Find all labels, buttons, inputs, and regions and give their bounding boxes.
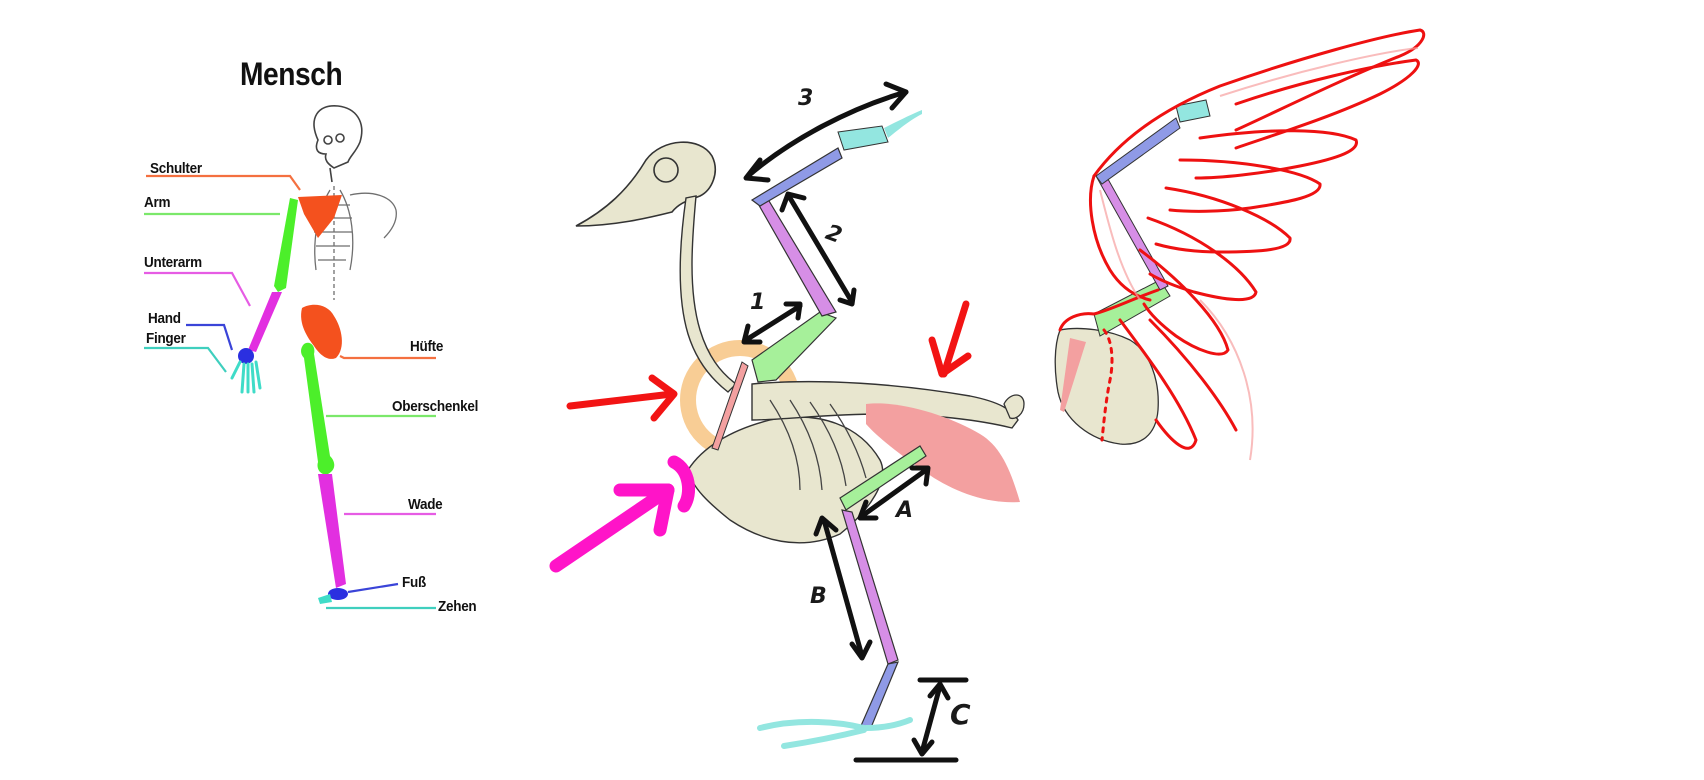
bird-pelvis <box>866 403 1020 503</box>
bird-skull <box>575 141 716 227</box>
bird-toes <box>757 717 913 749</box>
human-arm-bone <box>274 198 298 292</box>
bird-finger-bone <box>837 125 889 151</box>
measurement-arrows <box>741 81 969 763</box>
human-hip-bone <box>301 304 342 359</box>
bird-tibiotarsus <box>841 509 899 665</box>
bird-neck <box>679 195 738 393</box>
label-oberschenkel: Oberschenkel <box>392 398 479 415</box>
label-fuss: Fuß <box>402 574 426 591</box>
human-calf-bone <box>318 474 346 588</box>
label-finger: Finger <box>146 330 186 347</box>
magenta-arrow <box>549 455 696 573</box>
human-finger-bones <box>230 360 262 394</box>
human-toe-bones <box>318 594 332 604</box>
human-leader-lines <box>144 174 436 610</box>
human-forearm-bone <box>248 292 282 352</box>
bird-tarsometatarsus <box>859 661 899 731</box>
label-arm: Arm <box>144 194 171 211</box>
bird-eye-socket <box>653 157 679 183</box>
bird-finger-tip <box>884 110 922 138</box>
bird-femur <box>839 445 927 511</box>
human-shoulder-bone <box>298 195 342 238</box>
label-wade: Wade <box>408 496 443 513</box>
measure-label-1: 1 <box>750 290 766 315</box>
bird-coracoid <box>711 361 749 451</box>
measure-label-b: B <box>810 584 827 609</box>
wing-feather-outline <box>1058 28 1426 450</box>
label-schulter: Schulter <box>150 160 202 177</box>
bird-ribs <box>769 399 867 491</box>
measure-label-c: C <box>950 698 971 731</box>
human-thigh-bone <box>301 342 335 475</box>
measure-label-a: A <box>896 498 914 523</box>
measure-label-3: 3 <box>798 86 814 111</box>
human-title: Mensch <box>240 56 343 92</box>
bird-tail <box>1003 394 1025 420</box>
label-hand: Hand <box>148 310 181 327</box>
label-unterarm: Unterarm <box>144 254 202 271</box>
wing-skeleton <box>1054 99 1211 445</box>
human-skull <box>313 105 363 183</box>
label-zehen: Zehen <box>438 598 477 615</box>
label-huefte: Hüfte <box>410 338 444 355</box>
wing-feather-shadow <box>1099 47 1419 461</box>
bird-hand-bone <box>750 147 843 207</box>
bird-humerus <box>751 311 838 383</box>
red-arrows <box>566 300 972 422</box>
human-hand-bone <box>238 348 254 364</box>
human-foot-bone <box>328 588 348 600</box>
